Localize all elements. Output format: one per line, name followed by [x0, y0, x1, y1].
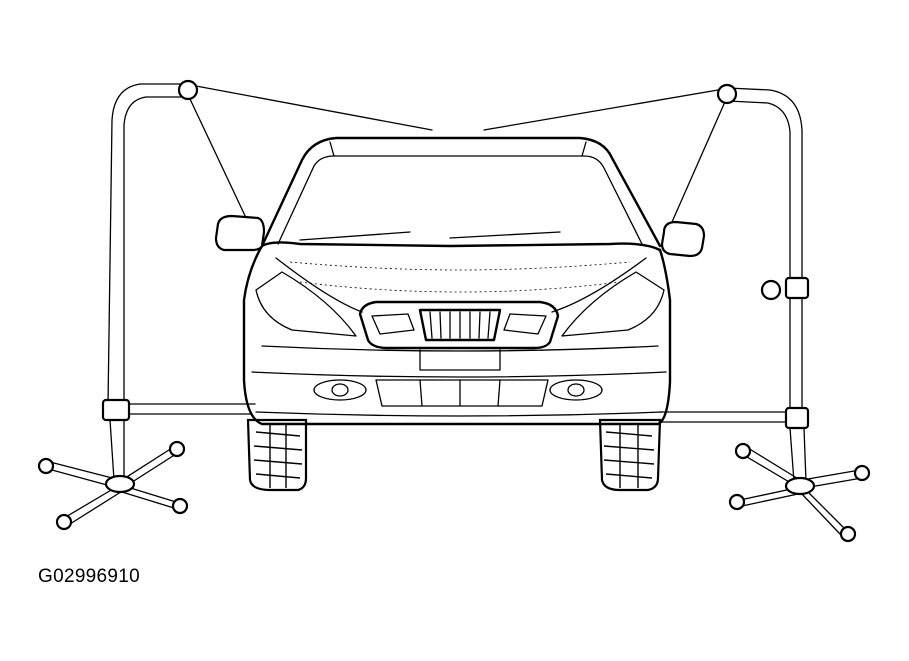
grille-surround [358, 300, 560, 350]
right-side-ball [760, 279, 782, 301]
right-headlamp [561, 271, 665, 337]
left-alignment-stand [37, 79, 256, 531]
left-stand-clamp [101, 398, 131, 422]
center-grille [418, 308, 502, 342]
beam-lines [189, 85, 725, 223]
right-alignment-stand [659, 83, 871, 543]
right-fog-lamp [549, 379, 603, 401]
front-right-tire [598, 418, 662, 492]
car-front-view [242, 136, 672, 426]
left-fog-lamp [313, 379, 367, 401]
right-stand-clamp [784, 406, 810, 430]
left-mirror [214, 214, 266, 252]
right-stand-base [728, 442, 871, 543]
left-target-ball [177, 79, 199, 101]
left-headlamp [255, 271, 357, 337]
left-stand-base [37, 440, 189, 531]
right-target-ball [716, 83, 738, 105]
figure-id-label: G02996910 [38, 566, 141, 587]
front-left-tire [246, 418, 308, 492]
right-mirror [660, 220, 706, 258]
